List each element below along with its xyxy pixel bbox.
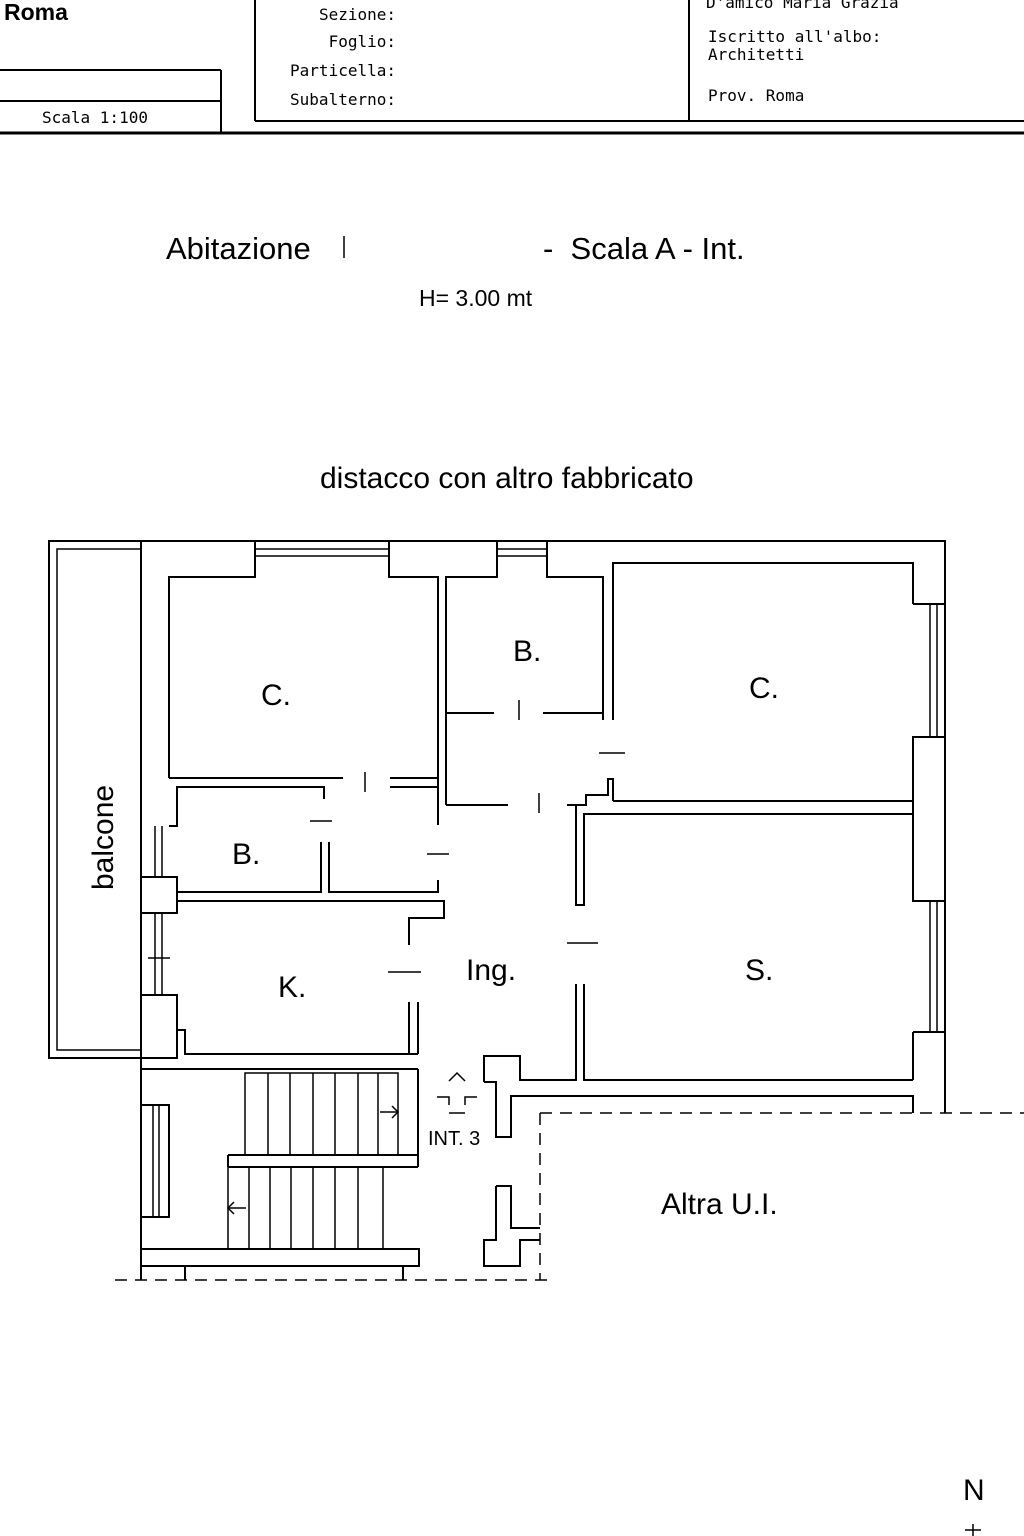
- cadastre-subalterno: Subalterno:: [290, 90, 396, 109]
- room-label-bath-left: B.: [232, 838, 260, 871]
- room-label-living: S.: [745, 954, 773, 987]
- scale-label: Scala 1:100: [42, 108, 148, 127]
- room-label-kitchen: K.: [278, 971, 306, 1004]
- cadastre-sezione: Sezione:: [319, 5, 396, 24]
- north-label: N: [963, 1474, 985, 1507]
- room-label-bedroom-right: C.: [749, 672, 779, 705]
- left-wall-windows: [140, 826, 178, 1059]
- label-stair-door: INT. 3: [428, 1128, 480, 1150]
- north-arrow-icon: [965, 1524, 981, 1536]
- cadastre-particella: Particella:: [290, 61, 396, 80]
- kitchen-walls: [141, 900, 445, 1070]
- title-block: [0, 0, 1024, 135]
- register-line-1: Iscritto all'albo:: [708, 27, 881, 46]
- room-label-bedroom-left: C.: [261, 679, 291, 712]
- dwelling-title-right: - Scala A - Int.: [543, 231, 745, 266]
- cadastre-foglio: Foglio:: [329, 32, 396, 51]
- province-label: Prov. Roma: [708, 86, 804, 105]
- architect-name: D'amico Maria Grazia: [706, 0, 899, 12]
- room-label-bath-top: B.: [513, 635, 541, 668]
- room-label-balcony: balcone: [87, 785, 120, 890]
- city-label: Roma: [4, 0, 68, 25]
- ceiling-height: H= 3.00 mt: [419, 285, 533, 311]
- room-label-entrance: Ing.: [466, 954, 516, 987]
- label-other-unit: Altra U.I.: [661, 1188, 778, 1221]
- bedroom-right-walls: [538, 562, 914, 813]
- unit-boundary-dashed: [115, 1112, 1024, 1281]
- bath-left-walls: [169, 786, 449, 893]
- register-line-2: Architetti: [708, 45, 804, 64]
- bath-top-walls: [445, 541, 604, 806]
- bedroom-left-walls: [168, 541, 439, 808]
- outer-walls: [140, 540, 946, 1280]
- living-walls: [483, 806, 914, 1082]
- entry-door-symbol: [437, 1071, 477, 1114]
- floor-plan: [48, 540, 1024, 1281]
- note-distance-building: distacco con altro fabbricato: [320, 462, 694, 495]
- stair-core: [140, 1069, 914, 1280]
- dwelling-title-left: Abitazione: [166, 231, 311, 266]
